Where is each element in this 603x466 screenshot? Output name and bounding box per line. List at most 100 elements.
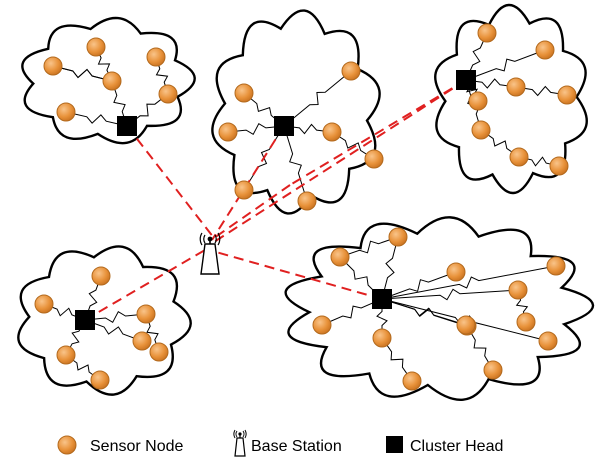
uplink-line: [215, 251, 383, 300]
legend-sensor-node-icon: [57, 435, 77, 455]
sensor-link: [331, 131, 375, 160]
sensor-link: [155, 56, 169, 95]
sensor-node-icon: [56, 102, 76, 122]
sensor-link: [381, 288, 519, 301]
sensor-link: [145, 313, 160, 353]
sensor-node-icon: [102, 71, 122, 91]
sensor-node-icon: [546, 256, 566, 276]
sensor-node-icon: [483, 360, 503, 380]
sensor-node-icon: [535, 40, 555, 60]
sensor-link: [111, 80, 128, 127]
sensor-link: [376, 299, 388, 338]
sensor-node-icon: [91, 266, 111, 286]
uplink-line: [213, 79, 467, 243]
sensor-link: [465, 32, 488, 81]
sensor-node-icon: [158, 84, 178, 104]
sensor-link: [465, 78, 517, 89]
sensor-link: [52, 65, 113, 82]
sensor-link: [126, 93, 169, 127]
legend-base-station-icon: [233, 429, 247, 457]
cluster-cloud-bottom-right: [284, 216, 595, 401]
sensor-node-icon: [471, 120, 491, 140]
legend-sensor-node-label: Sensor Node: [90, 438, 183, 455]
sensor-link: [381, 337, 413, 382]
sensor-node-icon: [402, 371, 422, 391]
sensor-node-icon: [372, 328, 392, 348]
sensor-link: [84, 275, 102, 321]
cluster-head-icon: [372, 289, 392, 309]
cluster-cloud-top-middle: [211, 9, 381, 215]
legend-cluster-head-label: Cluster Head: [410, 438, 503, 455]
uplink-line: [126, 125, 215, 239]
sensor-link: [381, 265, 557, 300]
sensor-node-icon: [218, 122, 238, 142]
cluster-head-icon: [456, 70, 476, 90]
sensor-link: [518, 156, 560, 167]
sensor-node-icon: [234, 180, 254, 200]
sensor-link: [95, 46, 113, 82]
cluster-head-icon: [274, 116, 294, 136]
sensor-node-icon: [322, 122, 342, 142]
sensor-link: [381, 271, 457, 300]
sensor-links: [43, 32, 568, 382]
sensor-link: [65, 354, 101, 381]
sensor-node-icon: [506, 77, 526, 97]
sensor-link: [43, 303, 86, 321]
sensor-node-icon: [86, 37, 106, 57]
sensor-node-icon: [312, 315, 332, 335]
sensor-link: [283, 70, 352, 127]
sensor-link: [339, 256, 383, 300]
legend: Sensor Node Base Station Cluster Head: [57, 429, 503, 457]
sensor-node-icon: [557, 85, 577, 105]
sensor-node-icon: [136, 304, 156, 324]
sensor-link: [283, 123, 333, 135]
uplink-line: [289, 79, 467, 186]
sensor-node-icon: [43, 56, 63, 76]
uplinks: [84, 79, 467, 321]
sensor-link: [480, 129, 520, 158]
sensor-link: [465, 49, 546, 81]
sensor-node-icon: [508, 280, 528, 300]
sensor-node-icon: [132, 331, 152, 351]
sensor-node-icon: [468, 91, 488, 111]
sensor-node-icon: [446, 262, 466, 282]
sensor-node-icon: [477, 23, 497, 43]
sensor-link: [227, 123, 285, 135]
uplink-line: [84, 249, 206, 321]
sensor-node-icon: [364, 149, 384, 169]
sensor-node-icon: [456, 315, 476, 335]
sensor-node-icon: [56, 345, 76, 365]
sensor-node-icon: [234, 83, 254, 103]
sensor-node-icon: [90, 370, 110, 390]
sensor-link: [283, 125, 308, 202]
base-station-icon: [199, 232, 221, 275]
sensor-node-icon: [330, 247, 350, 267]
sensor-link: [339, 236, 399, 258]
sensor-link: [84, 319, 143, 342]
sensor-link: [243, 92, 285, 127]
sensor-node-icon: [509, 147, 529, 167]
sensor-node-icon: [516, 312, 536, 332]
cluster-head-icon: [117, 116, 137, 136]
sensor-node-icon: [341, 61, 361, 81]
sensor-node-icon: [549, 156, 569, 176]
sensor-link: [381, 298, 467, 326]
sensor-node-icon: [149, 342, 169, 362]
sensor-link: [515, 85, 568, 97]
legend-base-station-label: Base Station: [251, 438, 342, 455]
sensor-link: [381, 236, 399, 300]
sensor-node-icon: [34, 294, 54, 314]
sensor-node-icon: [146, 47, 166, 67]
legend-cluster-head-icon: [386, 436, 403, 453]
sensor-node-icon: [538, 331, 558, 351]
sensor-node-icon: [388, 227, 408, 247]
cluster-head-icon: [75, 310, 95, 330]
sensor-link: [84, 311, 147, 323]
cluster-heads: [75, 70, 476, 330]
sensor-node-icon: [297, 191, 317, 211]
sensor-link: [321, 298, 383, 326]
sensor-link: [466, 325, 494, 371]
sensor-link: [65, 111, 128, 127]
